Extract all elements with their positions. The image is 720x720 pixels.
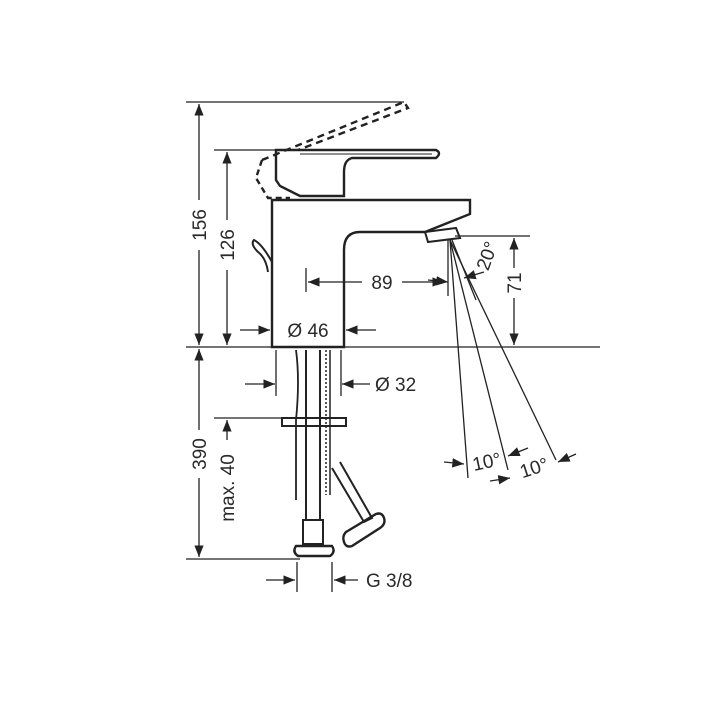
dim-hole-diameter: Ø 32 [375,375,416,396]
dim-spray-angle-1: 10° [471,449,503,476]
dim-base-diameter: Ø 46 [287,321,328,342]
dim-total-height: 156 [190,209,211,241]
dim-body-height: 126 [218,229,239,261]
dim-spout-clearance: 71 [505,272,526,293]
dim-max-thickness: max. 40 [218,454,239,522]
dim-spray-angle-2: 10° [517,454,551,483]
dim-install-length: 390 [190,438,211,470]
dim-spray-angle-top: 20° [473,239,503,273]
dim-connection: G 3/8 [366,571,412,592]
dim-spout-reach: 89 [371,273,392,294]
